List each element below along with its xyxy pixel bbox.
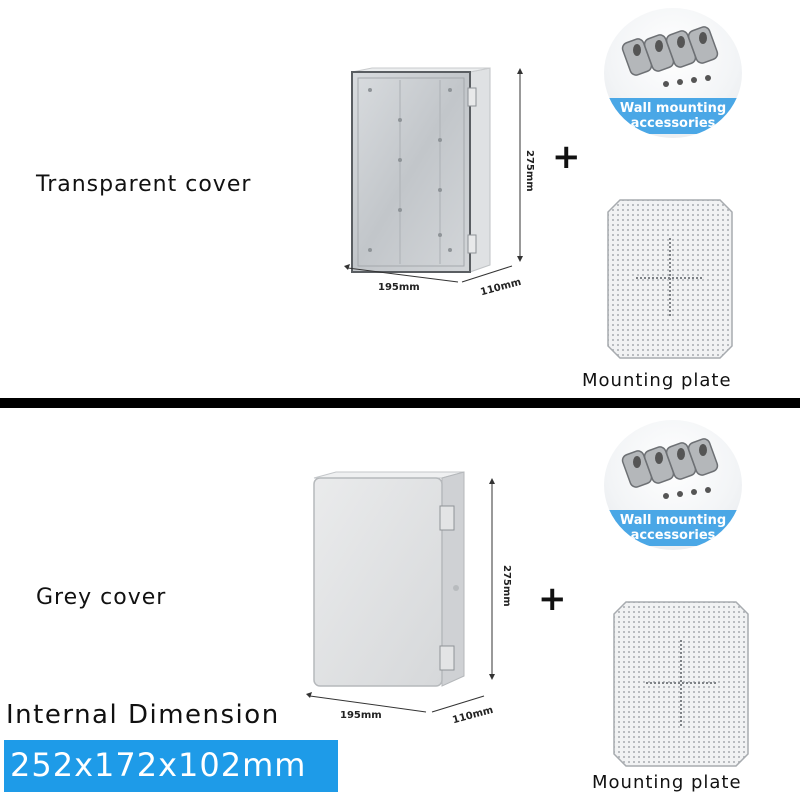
wall-mounting-ribbon-bottom: Wall mounting accessories (604, 510, 742, 546)
mounting-plate-image (607, 199, 733, 359)
badge-line2: accessories (630, 116, 716, 131)
internal-dimension-value: 252x172x102mm (10, 746, 307, 784)
wall-bracket-image: Wall mounting accessories (604, 8, 742, 138)
internal-dimension-box: 252x172x102mm (4, 740, 338, 792)
internal-dimension-title: Internal Dimension (6, 700, 280, 730)
wall-mounting-ribbon: Wall mounting accessories (604, 98, 742, 134)
top-height-dimension: 275mm (524, 150, 535, 192)
grey-cover-label: Grey cover (36, 585, 167, 610)
top-mounting-plate-label: Mounting plate (582, 370, 732, 391)
bottom-mounting-plate-label: Mounting plate (592, 772, 742, 793)
mounting-plate-image-bottom (613, 601, 749, 767)
enclosure-transparent-image (344, 67, 523, 283)
transparent-cover-label: Transparent cover (36, 172, 252, 197)
wall-bracket-image-bottom: Wall mounting accessories (604, 420, 742, 550)
badge-line1: Wall mounting (619, 101, 727, 116)
bottom-width-dimension: 195mm (340, 710, 382, 721)
plus-icon-bottom: + (538, 579, 567, 619)
top-width-dimension: 195mm (378, 282, 420, 293)
enclosure-grey-image (306, 471, 495, 713)
section-divider (0, 398, 800, 408)
badge-line2-bottom: accessories (630, 528, 716, 543)
plus-icon: + (552, 137, 581, 177)
bottom-height-dimension: 275mm (501, 565, 512, 607)
badge-line1-bottom: Wall mounting (619, 513, 727, 528)
